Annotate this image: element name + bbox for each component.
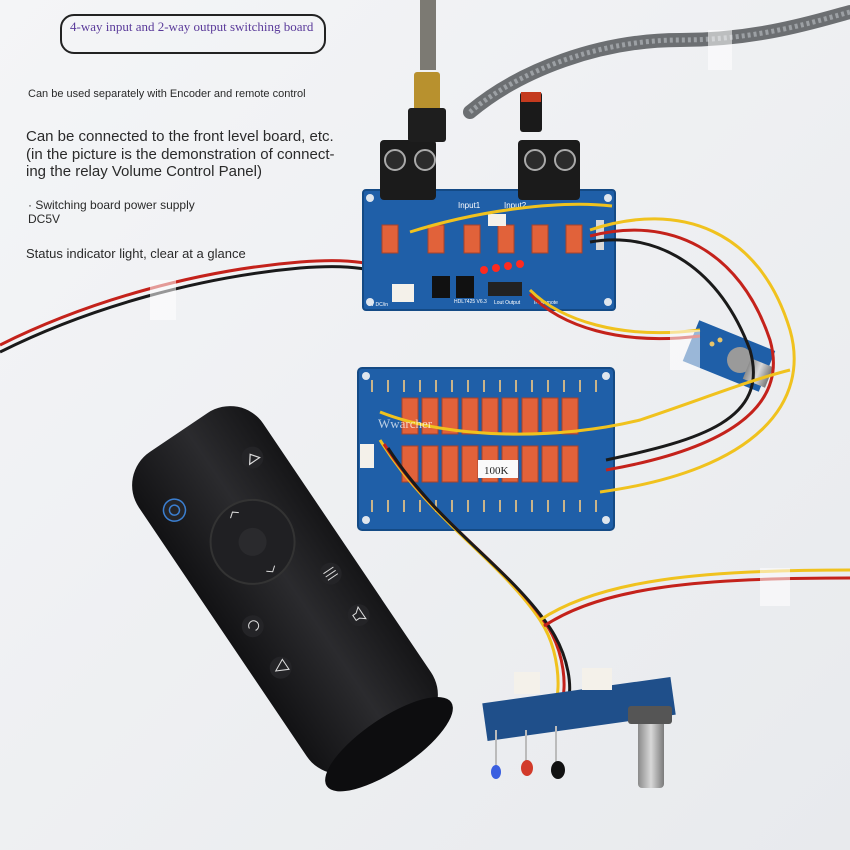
title-badge: 4-way input and 2-way output switching b… — [60, 14, 326, 54]
blue-led — [491, 765, 501, 779]
switching-board-top: Input1 Input2 HDL7425 V6.3 5V DC/in Lout… — [362, 72, 616, 311]
dpad-icon — [209, 498, 296, 585]
watermark: Wwarcher — [378, 416, 433, 431]
volume-icon — [347, 604, 370, 627]
return-icon — [269, 656, 292, 679]
rotary-knob — [638, 718, 664, 788]
input1-label: Input1 — [458, 201, 481, 210]
menu-icon — [319, 562, 342, 585]
dc-label: 5V DC/in — [368, 302, 388, 308]
output-label: Lout Output — [494, 300, 521, 306]
wire-bundle — [378, 202, 850, 701]
input2-label: Input2 — [504, 201, 527, 210]
power-icon — [162, 498, 187, 522]
ir-sensor — [551, 761, 565, 779]
relay-row-top — [381, 224, 583, 254]
annotation-power-supply: · Switching board power supply DC5V — [28, 198, 195, 227]
status-leds — [480, 260, 524, 274]
remote-control — [132, 406, 453, 792]
red-led — [521, 760, 533, 776]
resistor-note: 100K — [484, 465, 509, 477]
annotation-separate-use: Can be used separately with Encoder and … — [28, 88, 306, 100]
tape-strips — [150, 30, 790, 606]
relay-row-upper — [401, 397, 579, 435]
back-icon — [241, 615, 264, 638]
model-label: HDL7425 V6.3 — [454, 299, 487, 305]
home-icon — [241, 446, 264, 469]
annotation-front-level: Can be connected to the front level boar… — [26, 128, 335, 181]
volume-control-board: 100K — [357, 367, 615, 531]
rca-jack — [518, 140, 580, 200]
ir-receiver-board — [482, 668, 676, 788]
annotation-status-light: Status indicator light, clear at a glanc… — [26, 246, 246, 261]
